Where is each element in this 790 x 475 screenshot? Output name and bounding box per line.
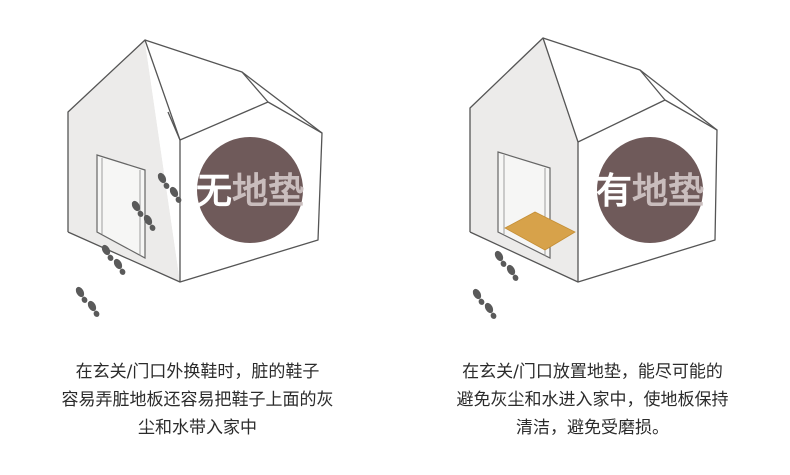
footprint-icon xyxy=(143,214,156,231)
footprint-icon xyxy=(113,258,126,275)
caption-line: 容易弄脏地板还容易把鞋子上面的灰 xyxy=(61,390,334,410)
footprint-icon xyxy=(494,250,507,267)
footprint-icon xyxy=(87,300,100,317)
footprints xyxy=(472,250,519,319)
door-mat xyxy=(504,211,576,251)
footprints xyxy=(75,172,182,317)
door xyxy=(96,154,146,260)
house-illustration-no-mat: 无地垫 xyxy=(67,20,323,317)
badge-first-char: 无 xyxy=(196,171,232,212)
badge-first-char: 有 xyxy=(596,171,632,212)
caption-line: 尘和水带入家中 xyxy=(138,418,257,438)
house-illustration-with-mat: 有地垫 xyxy=(469,37,718,319)
panel-no-mat: 无地垫 在玄关/门口外换鞋时，脏的鞋子 容易弄脏地板还容易把鞋子上面的灰 尘和水… xyxy=(0,20,395,442)
footprint-icon xyxy=(157,172,170,189)
footprint-icon xyxy=(75,286,88,303)
badge-rest-chars: 地垫 xyxy=(232,171,304,212)
svg-text:有地垫: 有地垫 xyxy=(596,171,704,212)
footprint-icon xyxy=(484,302,497,319)
house-outline xyxy=(67,39,323,283)
house-outline xyxy=(469,37,718,283)
caption-line: 清洁，避免受磨损。 xyxy=(516,418,669,438)
footprint-icon xyxy=(472,288,485,305)
badge-rest-chars: 地垫 xyxy=(632,171,704,212)
footprint-icon xyxy=(101,244,114,261)
footprint-icon xyxy=(131,200,144,217)
caption-line: 在玄关/门口外换鞋时，脏的鞋子 xyxy=(75,362,320,382)
caption-line: 在玄关/门口放置地垫，能尽可能的 xyxy=(462,362,723,382)
caption-no-mat: 在玄关/门口外换鞋时，脏的鞋子 容易弄脏地板还容易把鞋子上面的灰 尘和水带入家中 xyxy=(0,358,395,442)
badge-with-mat: 有地垫 xyxy=(596,137,704,243)
panel-with-mat: 有地垫 在玄关/门口放置地垫，能尽可能的 避免灰尘和水进入家中，使地板保持 清洁… xyxy=(395,0,790,475)
footprint-icon xyxy=(506,264,519,281)
caption-with-mat: 在玄关/门口放置地垫，能尽可能的 避免灰尘和水进入家中，使地板保持 清洁，避免受… xyxy=(395,358,790,442)
footprint-icon xyxy=(169,186,182,203)
svg-text:无地垫: 无地垫 xyxy=(196,171,304,212)
badge-no-mat: 无地垫 xyxy=(196,137,304,243)
caption-line: 避免灰尘和水进入家中，使地板保持 xyxy=(456,390,729,410)
